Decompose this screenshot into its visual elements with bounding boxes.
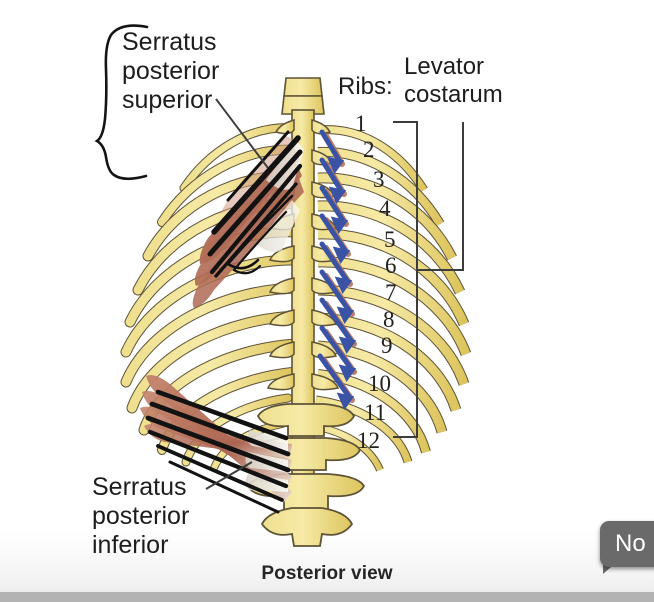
rib-number-2: 2 — [363, 137, 375, 162]
tooltip-label: No — [615, 530, 646, 557]
levator-costarum-bracket — [393, 121, 464, 438]
bottom-scroll-bar[interactable] — [0, 592, 654, 602]
rib-number-10: 10 — [368, 371, 391, 396]
leader-line-spi — [205, 461, 253, 490]
label-serratus-posterior-superior: Serratus posterior superior — [122, 28, 220, 114]
leader-line-sps — [215, 98, 269, 169]
serratus-superior-bracket — [94, 24, 149, 181]
levator-costarum-arrows — [317, 129, 357, 411]
rib-number-8: 8 — [383, 307, 395, 332]
leader-lines — [205, 98, 269, 490]
tooltip-popup[interactable]: No — [600, 521, 654, 567]
serratus-posterior-superior-muscle — [192, 130, 304, 308]
rib-number-5: 5 — [384, 227, 396, 252]
label-levator-costarum: Levator costarum — [404, 53, 503, 108]
rib-number-12: 12 — [357, 428, 380, 453]
label-serratus-posterior-inferior: Serratus posterior inferior — [92, 473, 190, 559]
rib-number-9: 9 — [381, 333, 393, 358]
rib-number-7: 7 — [385, 280, 397, 305]
label-ribs-header: Ribs: — [338, 73, 393, 100]
rib-number-4: 4 — [379, 196, 391, 221]
levator-label-connector — [417, 122, 464, 271]
rib-number-6: 6 — [385, 253, 397, 278]
figure-caption: Posterior view — [261, 563, 393, 584]
serratus-posterior-inferior-muscle — [140, 375, 292, 514]
rib-number-3: 3 — [373, 167, 385, 192]
rib-number-11: 11 — [364, 400, 387, 425]
ribs-span-bracket — [393, 121, 418, 438]
rib-number-1: 1 — [355, 111, 367, 136]
